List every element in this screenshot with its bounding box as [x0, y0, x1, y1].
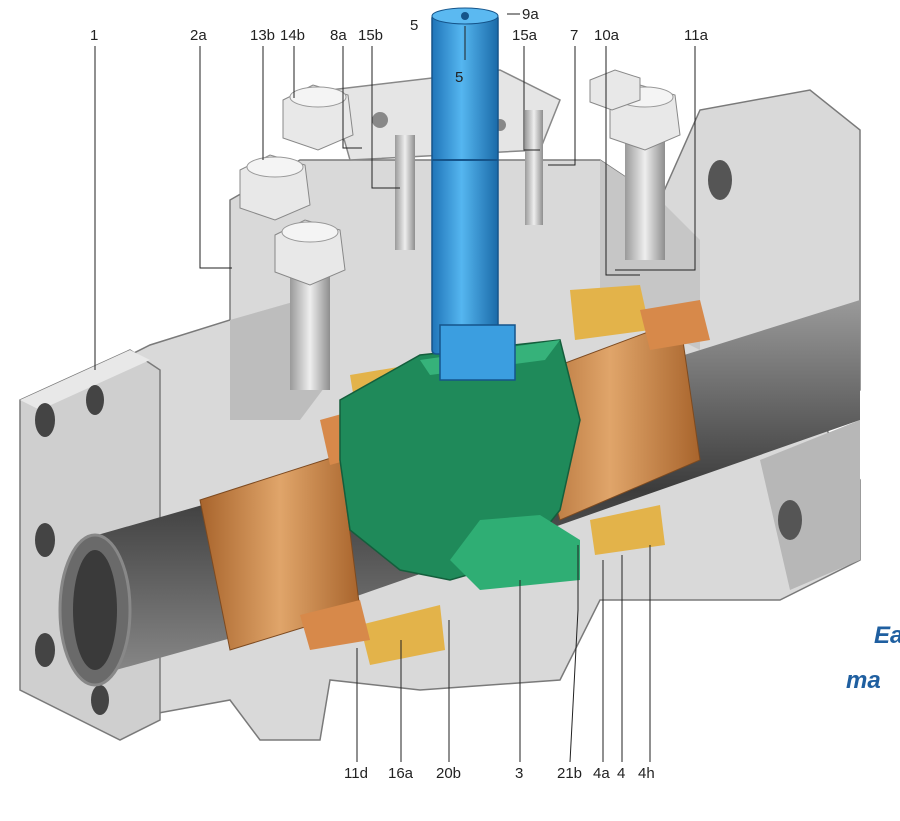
label-5-top: 5 [410, 17, 418, 34]
label-10a: 10a [594, 27, 620, 44]
bolt [239, 154, 311, 221]
caption-line-2: ma [846, 667, 881, 694]
flange-bolt-hole [35, 633, 55, 667]
flange-bolt-hole [35, 523, 55, 557]
label-16a: 16a [388, 765, 414, 782]
label-9a: 9a [522, 6, 539, 23]
flange-bolt-hole [778, 500, 802, 540]
bolt [589, 69, 641, 111]
stem [431, 7, 516, 381]
label-4: 4 [617, 765, 625, 782]
flange-bolt-hole [35, 403, 55, 437]
seat-spring [570, 285, 650, 340]
label-5: 5 [455, 69, 463, 86]
label-4a: 4a [593, 765, 610, 782]
part-labels: 1 2a 13b 14b 8a 15b 5 5 9a 15a 7 10a 11a… [90, 6, 709, 782]
label-11d: 11d [344, 765, 368, 782]
label-15b: 15b [358, 27, 383, 44]
label-21b: 21b [557, 765, 582, 782]
caption-line-1: Ea [874, 622, 900, 649]
flange-bolt-hole [708, 160, 732, 200]
flange-bolt-hole [86, 385, 104, 415]
label-7: 7 [570, 27, 578, 44]
label-14b: 14b [280, 27, 305, 44]
label-13b: 13b [250, 27, 275, 44]
label-11a: 11a [684, 27, 709, 44]
bolt [274, 219, 346, 390]
flange-bolt-hole [91, 685, 109, 715]
bolts [239, 69, 681, 390]
label-20b: 20b [436, 765, 461, 782]
label-4h: 4h [638, 765, 655, 782]
cap-screw [525, 110, 543, 225]
label-2a: 2a [190, 27, 207, 44]
label-3: 3 [515, 765, 523, 782]
label-1: 1 [90, 27, 98, 44]
bolt [282, 84, 354, 151]
label-15a: 15a [512, 27, 538, 44]
seat-spring [360, 605, 445, 665]
cropped-caption: Ea ma [846, 622, 900, 694]
cap-screw [395, 135, 415, 250]
seat-spring [590, 505, 665, 555]
label-8a: 8a [330, 27, 347, 44]
leader-lines [94, 13, 696, 763]
